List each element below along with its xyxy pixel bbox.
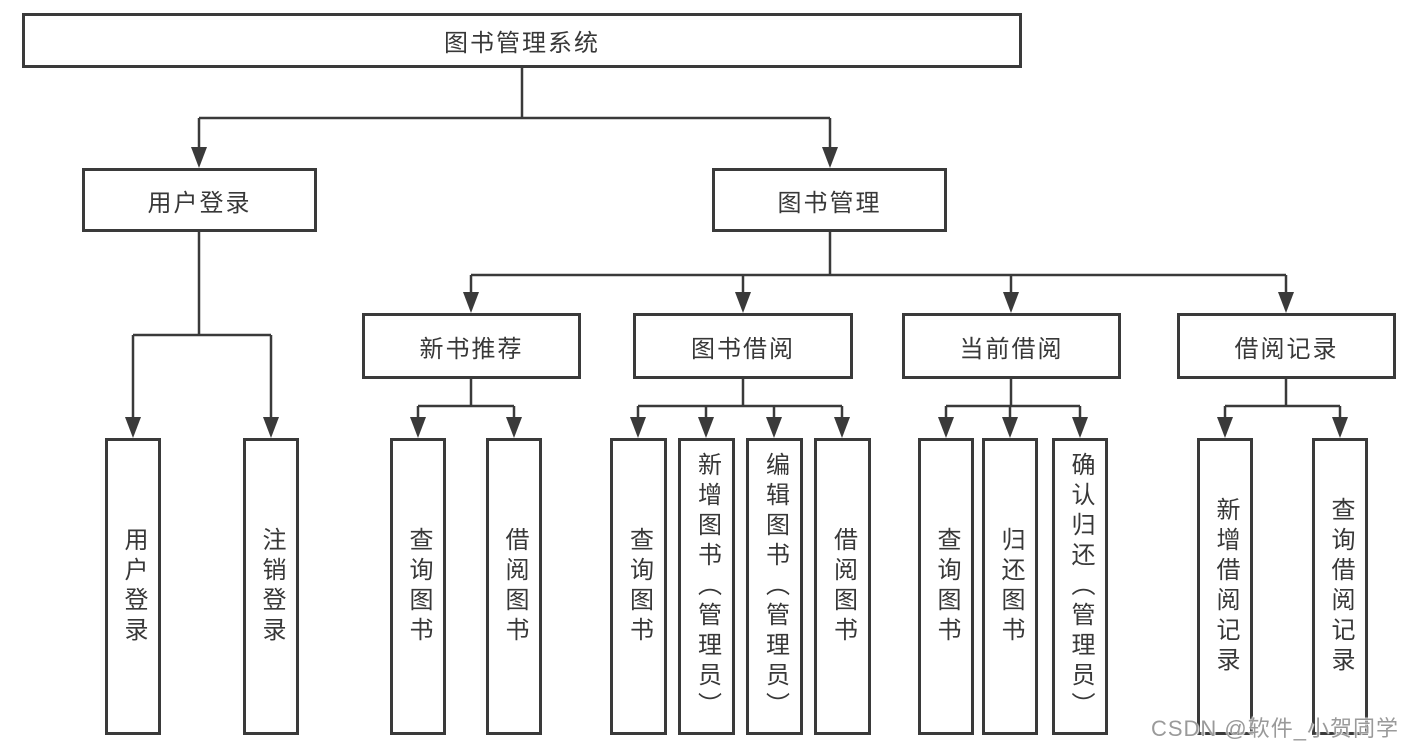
node-label: 图书借阅 bbox=[691, 335, 795, 363]
leaf-user-login: 用户登录 bbox=[105, 438, 161, 735]
node-label: 编辑图书（管理员） bbox=[761, 451, 789, 722]
node-label: 新增图书（管理员） bbox=[693, 451, 721, 722]
node-label: 归还图书 bbox=[997, 526, 1024, 647]
node-user-login: 用户登录 bbox=[82, 168, 317, 232]
leaf-query-books-2: 查询图书 bbox=[610, 438, 667, 735]
leaf-borrow-books-1: 借阅图书 bbox=[486, 438, 542, 735]
node-new-book-recommend: 新书推荐 bbox=[362, 313, 581, 379]
node-book-borrowing: 图书借阅 bbox=[633, 313, 853, 379]
leaf-edit-book-admin: 编辑图书（管理员） bbox=[746, 438, 803, 735]
node-label: 确认归还（管理员） bbox=[1067, 451, 1094, 722]
leaf-add-borrow-record: 新增借阅记录 bbox=[1197, 438, 1253, 735]
node-book-management: 图书管理 bbox=[712, 168, 947, 232]
node-label: 查询图书 bbox=[625, 526, 653, 647]
node-label: 新增借阅记录 bbox=[1212, 496, 1239, 677]
node-label: 当前借阅 bbox=[959, 335, 1064, 363]
leaf-add-book-admin: 新增图书（管理员） bbox=[678, 438, 735, 735]
leaf-query-borrow-record: 查询借阅记录 bbox=[1312, 438, 1368, 735]
leaf-borrow-books-2: 借阅图书 bbox=[814, 438, 871, 735]
leaf-confirm-return-admin: 确认归还（管理员） bbox=[1052, 438, 1108, 735]
leaf-logout: 注销登录 bbox=[243, 438, 299, 735]
node-borrow-records: 借阅记录 bbox=[1177, 313, 1396, 379]
node-label: 查询借阅记录 bbox=[1327, 496, 1354, 677]
node-label: 借阅记录 bbox=[1234, 335, 1339, 363]
node-label: 新书推荐 bbox=[419, 335, 524, 363]
node-current-borrowing: 当前借阅 bbox=[902, 313, 1121, 379]
node-label: 图书管理系统 bbox=[444, 30, 600, 57]
node-label: 查询图书 bbox=[933, 526, 960, 647]
node-library-management-system: 图书管理系统 bbox=[22, 13, 1022, 68]
csdn-watermark: CSDN @软件_小贺同学 bbox=[1150, 716, 1399, 741]
node-label: 用户登录 bbox=[147, 189, 252, 217]
node-label: 借阅图书 bbox=[829, 526, 857, 647]
leaf-query-books-1: 查询图书 bbox=[390, 438, 446, 735]
leaf-query-books-3: 查询图书 bbox=[918, 438, 974, 735]
node-label: 用户登录 bbox=[120, 526, 147, 647]
node-label: 注销登录 bbox=[258, 526, 285, 647]
node-label: 查询图书 bbox=[405, 526, 432, 647]
leaf-return-books: 归还图书 bbox=[982, 438, 1038, 735]
node-label: 图书管理 bbox=[777, 189, 882, 217]
node-label: 借阅图书 bbox=[501, 526, 528, 647]
